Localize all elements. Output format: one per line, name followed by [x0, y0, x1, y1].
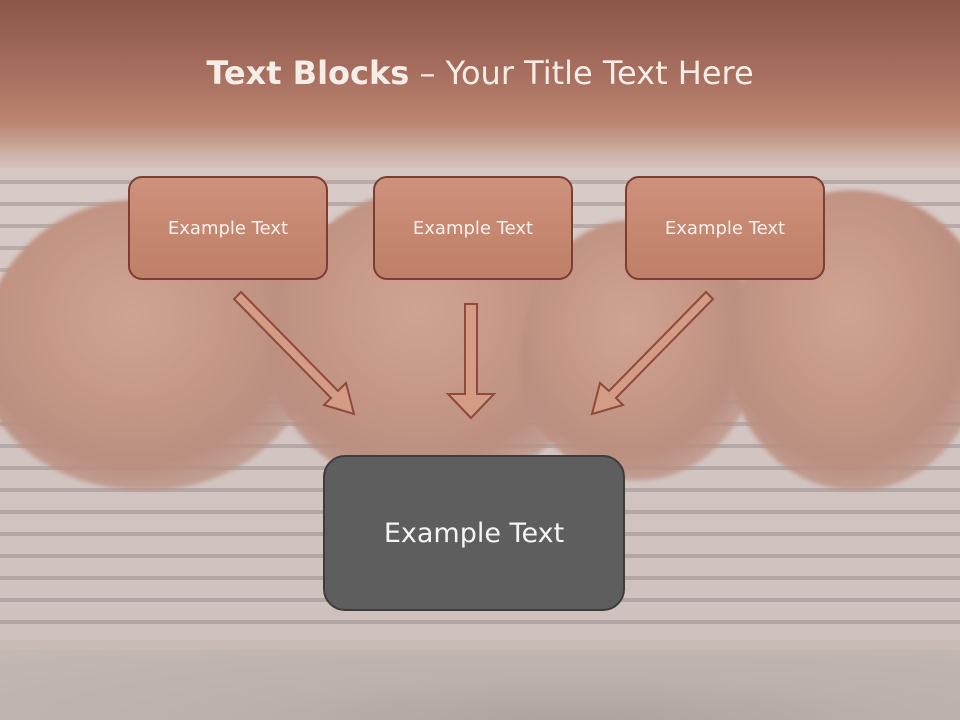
coals [0, 650, 960, 720]
text-block-label: Example Text [412, 217, 534, 239]
text-block-label: Example Text [167, 217, 289, 239]
slide-title[interactable]: Text Blocks – Your Title Text Here [0, 54, 960, 92]
title-band [0, 0, 960, 170]
arrow-down-icon [445, 303, 497, 420]
main-text-block-label: Example Text [383, 517, 565, 549]
main-text-block[interactable]: Example Text [323, 455, 625, 611]
arrow-left-icon [232, 290, 356, 416]
title-bold: Text Blocks [206, 54, 410, 92]
title-rest: Your Title Text Here [445, 54, 754, 92]
arrow-right-icon [590, 290, 715, 416]
title-dash: – [409, 54, 446, 92]
text-block-2[interactable]: Example Text [373, 176, 573, 280]
text-block-label: Example Text [664, 217, 786, 239]
text-block-3[interactable]: Example Text [625, 176, 825, 280]
text-block-1[interactable]: Example Text [128, 176, 328, 280]
